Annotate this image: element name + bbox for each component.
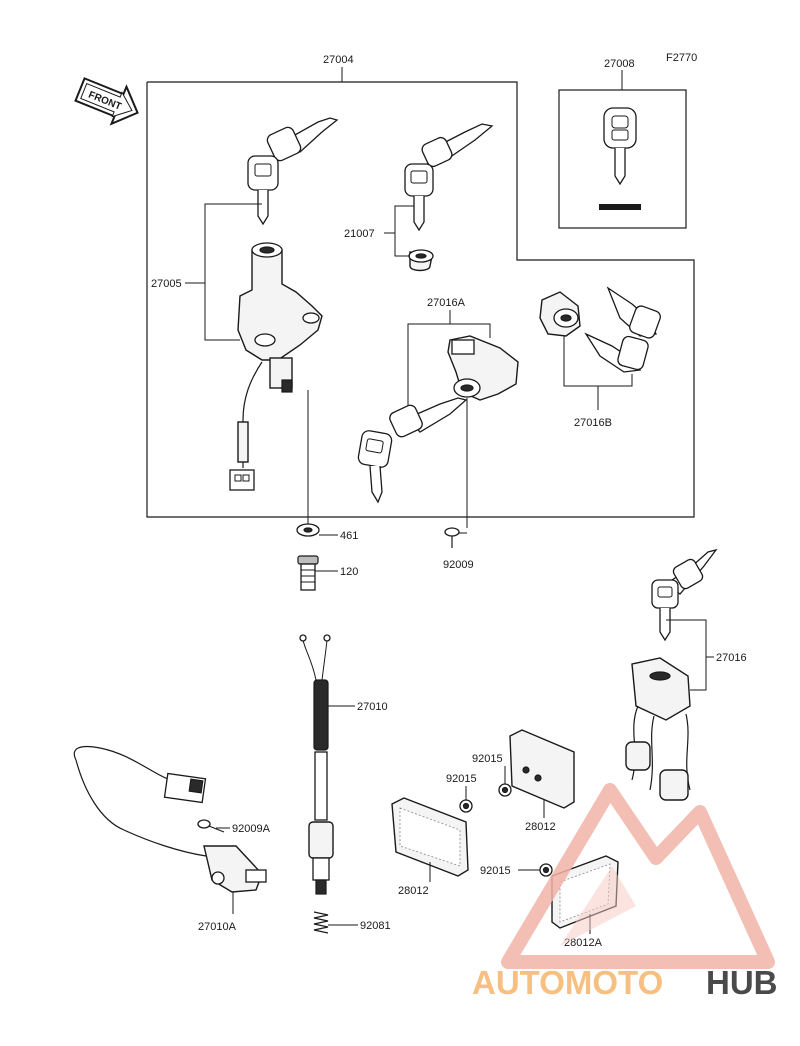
callout-92009: 92009 — [443, 559, 474, 571]
tag-mark — [599, 204, 641, 210]
callout-27016: 27016 — [716, 652, 747, 664]
watermark-text-2: HUB — [706, 964, 778, 1001]
screw-92009: 92009 — [443, 527, 474, 571]
callout-120: 120 — [340, 566, 358, 578]
switch-27010A: 27010A — [73, 745, 267, 933]
callout-27010A: 27010A — [198, 921, 237, 933]
nut-92015-b: 92015 — [472, 753, 512, 797]
callout-28012A: 28012A — [564, 937, 603, 949]
ignition-key-icon — [247, 117, 339, 226]
callout-92015-a: 92015 — [446, 773, 477, 785]
callout-92015-c: 92015 — [480, 865, 511, 877]
key-icon-27016B-b — [584, 332, 649, 373]
callout-27005: 27005 — [151, 278, 182, 290]
key-icon-21007 — [404, 123, 494, 232]
callout-27016B: 27016B — [574, 417, 612, 429]
watermark-logo: AUTOMOTO HUB — [472, 783, 778, 1001]
nut-92015-a: 92015 — [446, 773, 477, 813]
callout-92009A: 92009A — [232, 823, 271, 835]
nut-92015-c: 92015 — [480, 863, 553, 877]
bolt-120: 120 — [297, 555, 358, 591]
screw-92009A: 92009A — [197, 819, 271, 835]
figure-code: F2770 — [666, 52, 697, 64]
key-icon-27016 — [651, 548, 718, 642]
key-icon-27016A — [357, 397, 468, 504]
callout-28012-a: 28012 — [398, 885, 429, 897]
callout-27010: 27010 — [357, 701, 388, 713]
key-blank-icon — [603, 107, 637, 186]
reflector-28012-a: 28012 — [391, 797, 469, 897]
callout-27008: 27008 — [604, 58, 635, 70]
lock-27016A: 27016A — [357, 297, 519, 528]
front-arrow: FRONT — [74, 77, 139, 126]
watermark-text-1: AUTOMOTO — [472, 964, 663, 1001]
lock-21007: 21007 — [344, 123, 494, 272]
group-box-27008: 27008 — [558, 58, 687, 229]
callout-92015-b: 92015 — [472, 753, 503, 765]
watermark-triangle-icon — [501, 783, 775, 969]
washer-461: 461 — [296, 390, 358, 542]
callout-27016A: 27016A — [427, 297, 466, 309]
callout-92081: 92081 — [360, 920, 391, 932]
key-icon-27016B-a — [606, 286, 661, 339]
lock-set-27016B: 27016B — [539, 286, 661, 429]
callout-21007: 21007 — [344, 228, 375, 240]
lock-27016: 27016 — [625, 548, 747, 801]
group-box-27004: 27004 — [146, 54, 695, 518]
callout-28012-b: 28012 — [525, 821, 556, 833]
switch-27010: 27010 — [299, 634, 388, 895]
callout-27004: 27004 — [323, 54, 354, 66]
ignition-switch-27005: 27005 — [151, 117, 339, 491]
lock-cylinder-icon — [539, 291, 581, 337]
spring-92081: 92081 — [313, 911, 391, 934]
reflector-28012-b: 28012 — [509, 729, 575, 833]
callout-461: 461 — [340, 530, 358, 542]
